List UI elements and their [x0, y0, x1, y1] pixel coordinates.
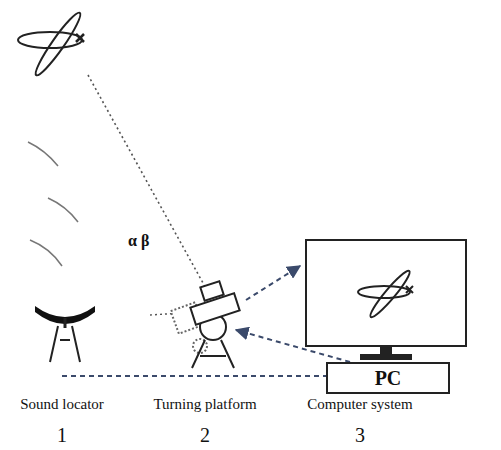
video-arrow	[246, 266, 300, 300]
drone	[18, 9, 85, 78]
part-name: Sound locator	[20, 396, 104, 413]
sound-waves	[28, 142, 78, 266]
sight-line	[88, 75, 208, 292]
part-name: Computer system	[307, 396, 412, 413]
callout-number: 1	[57, 424, 67, 447]
sound-locator	[35, 306, 95, 362]
monitor	[306, 240, 466, 360]
callout-number: 2	[200, 424, 210, 447]
callout-number: 3	[355, 424, 365, 447]
angle-label: α β	[128, 232, 149, 250]
part-name: Turning platform	[153, 396, 256, 413]
control-arrow	[236, 330, 350, 362]
ground-link	[62, 375, 362, 377]
turning-platform	[171, 281, 240, 368]
node-text: PC	[375, 367, 402, 390]
pc-box: PC	[326, 362, 450, 394]
